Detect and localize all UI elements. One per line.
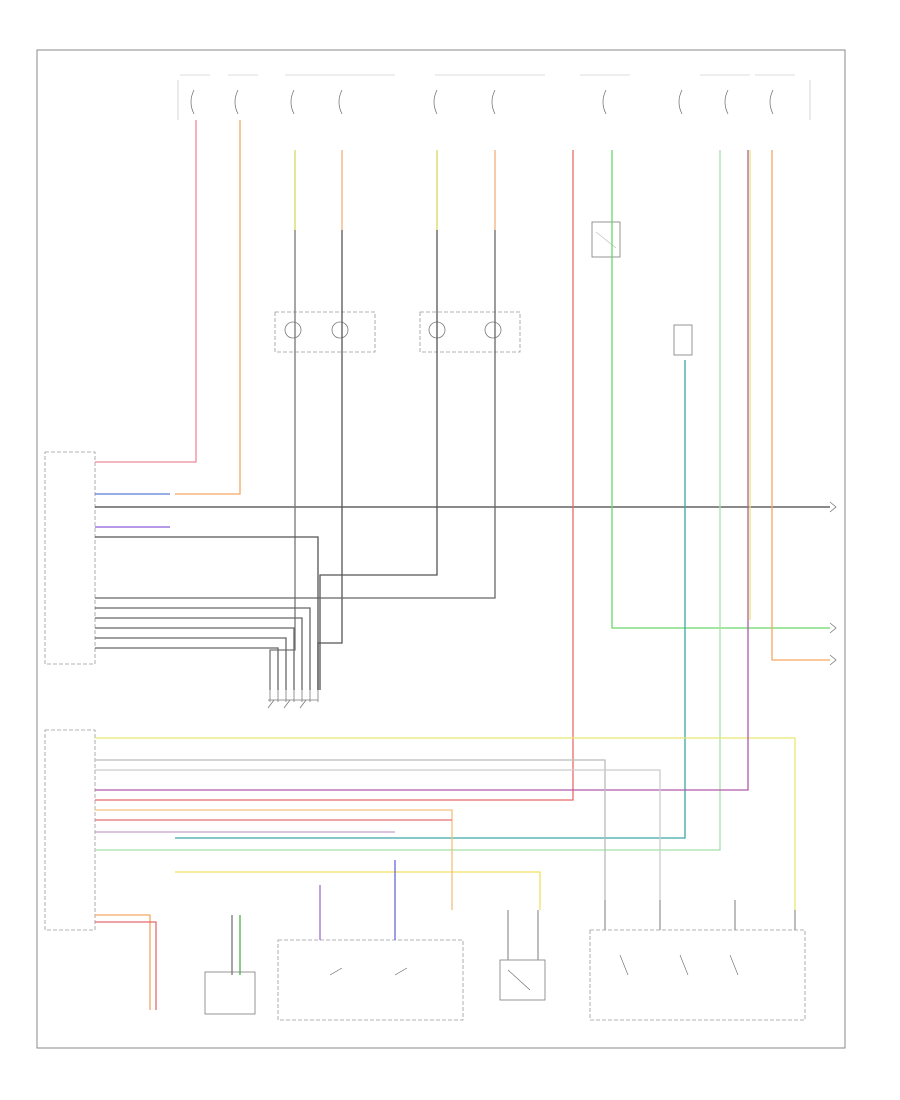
wire-purple: [95, 150, 749, 791]
wire-red: [95, 150, 574, 801]
module-top: [44, 451, 96, 665]
light-switch-right: [589, 929, 806, 1021]
headlamp-right-box: [419, 311, 521, 353]
switch-contacts: [329, 954, 739, 991]
wire-teal: [175, 360, 686, 839]
wire-green: [611, 150, 830, 629]
light-switch-mid: [499, 959, 546, 1001]
headlamp-left-box: [274, 311, 376, 353]
ground-bus: [95, 536, 319, 709]
wire-orange: [175, 120, 241, 495]
headlamp-left-label-box: [358, 312, 370, 350]
light-switch-left: [277, 939, 464, 1021]
module-bottom: [44, 729, 96, 931]
wire-orange-right: [771, 150, 830, 661]
wire-pink: [95, 120, 197, 463]
wire-bottom-left: [95, 914, 151, 1010]
sensor-box: [204, 971, 256, 1015]
top-fuse-row: [177, 74, 811, 120]
fuse-symbols: [190, 89, 774, 115]
right-connectors: [829, 501, 837, 666]
resistor-box: [673, 324, 693, 356]
diagram-frame: [36, 49, 846, 1049]
relay-box: [591, 221, 621, 258]
